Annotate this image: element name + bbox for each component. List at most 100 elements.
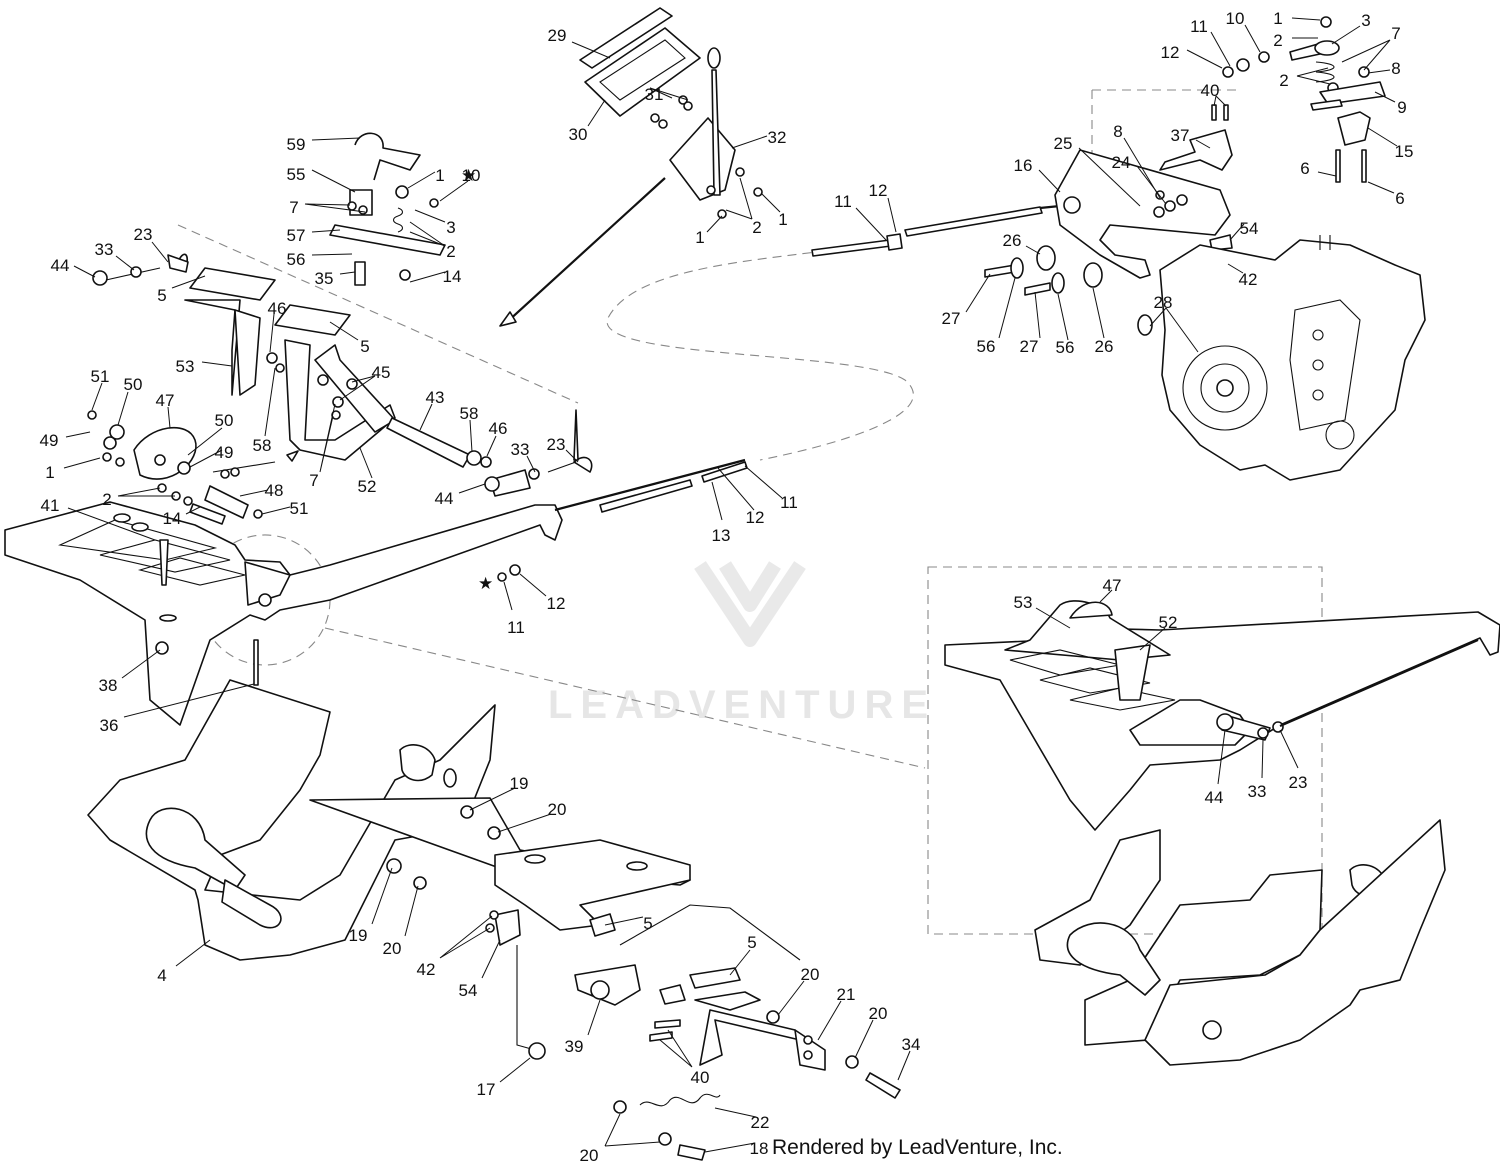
watermark-logo-inner-icon: [719, 561, 781, 612]
callout-number: 45: [372, 363, 391, 382]
callout-number: 38: [99, 676, 118, 695]
arrow-small-icon: [286, 450, 299, 462]
callout-number: 39: [565, 1037, 584, 1056]
callout-number: 34: [902, 1035, 921, 1054]
callout-number: 7: [309, 471, 318, 490]
callout-number: 42: [1239, 270, 1258, 289]
callout-number: 26: [1095, 337, 1114, 356]
callout-number: 35: [315, 269, 334, 288]
callout-number: 29: [548, 26, 567, 45]
control-cable-upper: [811, 204, 1061, 257]
leadventure-watermark: LEADVENTURE: [548, 561, 936, 727]
star-marker-icon: ★: [478, 574, 493, 594]
callout-number: 20: [869, 1004, 888, 1023]
callout-number: 12: [1161, 43, 1180, 62]
callout-number: 1: [1273, 9, 1282, 28]
callout-number: 1: [435, 166, 444, 185]
rendered-by-footer: Rendered by LeadVenture, Inc.: [772, 1136, 1063, 1159]
callout-number: 22: [751, 1113, 770, 1132]
callout-number: 43: [426, 388, 445, 407]
callout-number: 42: [417, 960, 436, 979]
callout-number: 19: [349, 926, 368, 945]
callout-number: 21: [837, 985, 856, 1004]
callout-number: 30: [569, 125, 588, 144]
transmission-bracket-assembly: [984, 16, 1426, 481]
callout-number: 51: [290, 499, 309, 518]
callout-number: 17: [477, 1080, 496, 1099]
lower-frame: [87, 679, 901, 1161]
callout-number: 11: [780, 493, 798, 512]
callout-number: 20: [548, 800, 567, 819]
callout-number: 26: [1003, 231, 1022, 250]
callout-number: 2: [752, 218, 761, 237]
callout-number: 28: [1154, 293, 1173, 312]
callout-number: 16: [1014, 156, 1033, 175]
callout-number: 44: [51, 256, 70, 275]
callout-number: 23: [134, 225, 153, 244]
star-marker-icon: ★: [461, 166, 476, 186]
callout-number: 2: [446, 242, 455, 261]
watermark-text: LEADVENTURE: [548, 683, 936, 727]
callout-number: 2: [102, 490, 111, 509]
callout-number: 20: [801, 965, 820, 984]
callout-number: 20: [383, 939, 402, 958]
callout-number: 33: [95, 240, 114, 259]
callout-number: 54: [1240, 219, 1259, 238]
callout-number: 44: [435, 489, 454, 508]
callout-number: 56: [1056, 338, 1075, 357]
callout-number: 1: [695, 228, 704, 247]
callout-number: 41: [41, 496, 60, 515]
callout-number: 8: [1391, 59, 1400, 78]
callout-number: 56: [977, 337, 996, 356]
callout-number: 58: [460, 404, 479, 423]
callout-number: 51: [91, 367, 110, 386]
callout-number: 23: [547, 435, 566, 454]
callout-number: 50: [124, 375, 143, 394]
callout-number: 27: [1020, 337, 1039, 356]
callout-number: 33: [1248, 782, 1267, 801]
frame-plate: [4, 458, 748, 726]
callout-number: 24: [1112, 153, 1131, 172]
callout-number: 5: [747, 933, 756, 952]
callout-number: 52: [1159, 613, 1178, 632]
callout-number: 11: [834, 192, 852, 211]
callout-number: 57: [287, 226, 306, 245]
callout-number: 44: [1205, 788, 1224, 807]
callout-number: 49: [40, 431, 59, 450]
callout-number: 14: [163, 509, 182, 528]
callout-number: 15: [1395, 142, 1414, 161]
callout-number: 5: [360, 337, 369, 356]
callout-number: 53: [1014, 593, 1033, 612]
callout-number: 1: [778, 210, 787, 229]
callout-number: 7: [1391, 24, 1400, 43]
callout-number: 56: [287, 250, 306, 269]
callout-number: 50: [215, 411, 234, 430]
callout-number: 2: [1273, 31, 1282, 50]
callout-number: 25: [1054, 134, 1073, 153]
callout-number: 4: [157, 966, 166, 985]
pedal-upper-assembly: [87, 132, 593, 525]
callout-number: 40: [691, 1068, 710, 1087]
callout-number: 33: [511, 440, 530, 459]
callout-number: 3: [446, 218, 455, 237]
callout-number: 18: [750, 1139, 769, 1158]
callout-number: 36: [100, 716, 119, 735]
callout-number: 54: [459, 981, 478, 1000]
callout-number: 6: [1395, 189, 1404, 208]
hand-control-assembly: [499, 7, 763, 327]
callout-number: 12: [547, 594, 566, 613]
callout-number: 53: [176, 357, 195, 376]
callout-number: 47: [156, 391, 175, 410]
callout-number: 12: [869, 181, 888, 200]
callout-number: 10: [1226, 9, 1245, 28]
callout-number: 46: [268, 299, 287, 318]
callout-number: 55: [287, 165, 306, 184]
callout-number: 47: [1103, 576, 1122, 595]
callout-number: 27: [942, 309, 961, 328]
callout-number: 5: [643, 914, 652, 933]
callout-number: 14: [443, 267, 462, 286]
callout-number: 6: [1300, 159, 1309, 178]
callout-number: 10: [462, 166, 481, 185]
watermark-logo-icon: [694, 561, 806, 647]
